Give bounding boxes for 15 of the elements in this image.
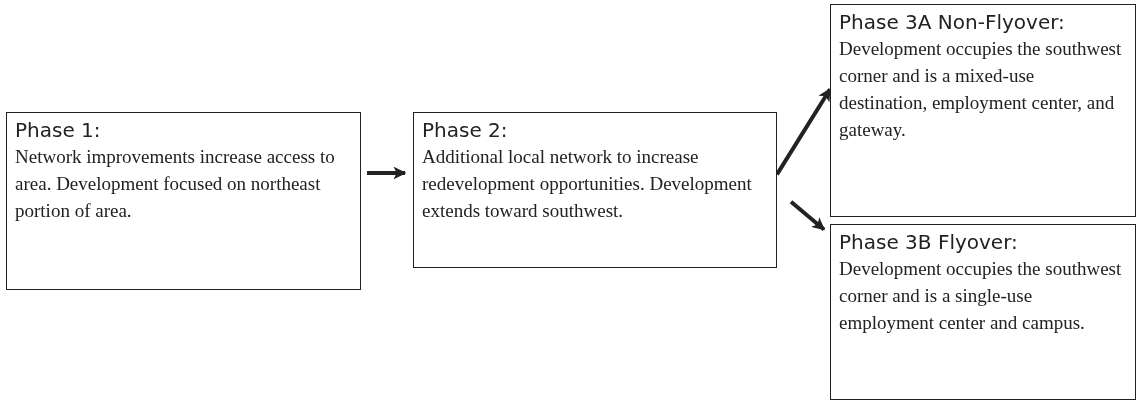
arrow xyxy=(789,200,826,232)
phase-box xyxy=(413,112,777,268)
phase-description: Network improvements increase access to area. Development focused on northeast portion of area. xyxy=(15,145,336,223)
phase-heading: Phase 1: xyxy=(15,117,102,143)
phase-description: Development occupies the southwest corner and is a single-use employment center and campus. xyxy=(839,257,1123,335)
arrow xyxy=(367,166,407,180)
phase-heading: Phase 2: xyxy=(422,117,509,143)
phase-heading: Phase 3A Non-Flyover: xyxy=(839,9,1066,35)
phase-description: Additional local network to increase redevelopment opportunities. Development extends toward southwest. xyxy=(422,145,753,223)
phase-heading: Phase 3B Flyover: xyxy=(839,229,1019,255)
phase-box xyxy=(830,4,1136,217)
phase-box xyxy=(6,112,361,290)
arrow xyxy=(775,88,832,176)
phase-description: Development occupies the southwest corner and is a mixed-use destination, employment center, and gateway. xyxy=(839,37,1123,142)
phase-box xyxy=(830,224,1136,400)
